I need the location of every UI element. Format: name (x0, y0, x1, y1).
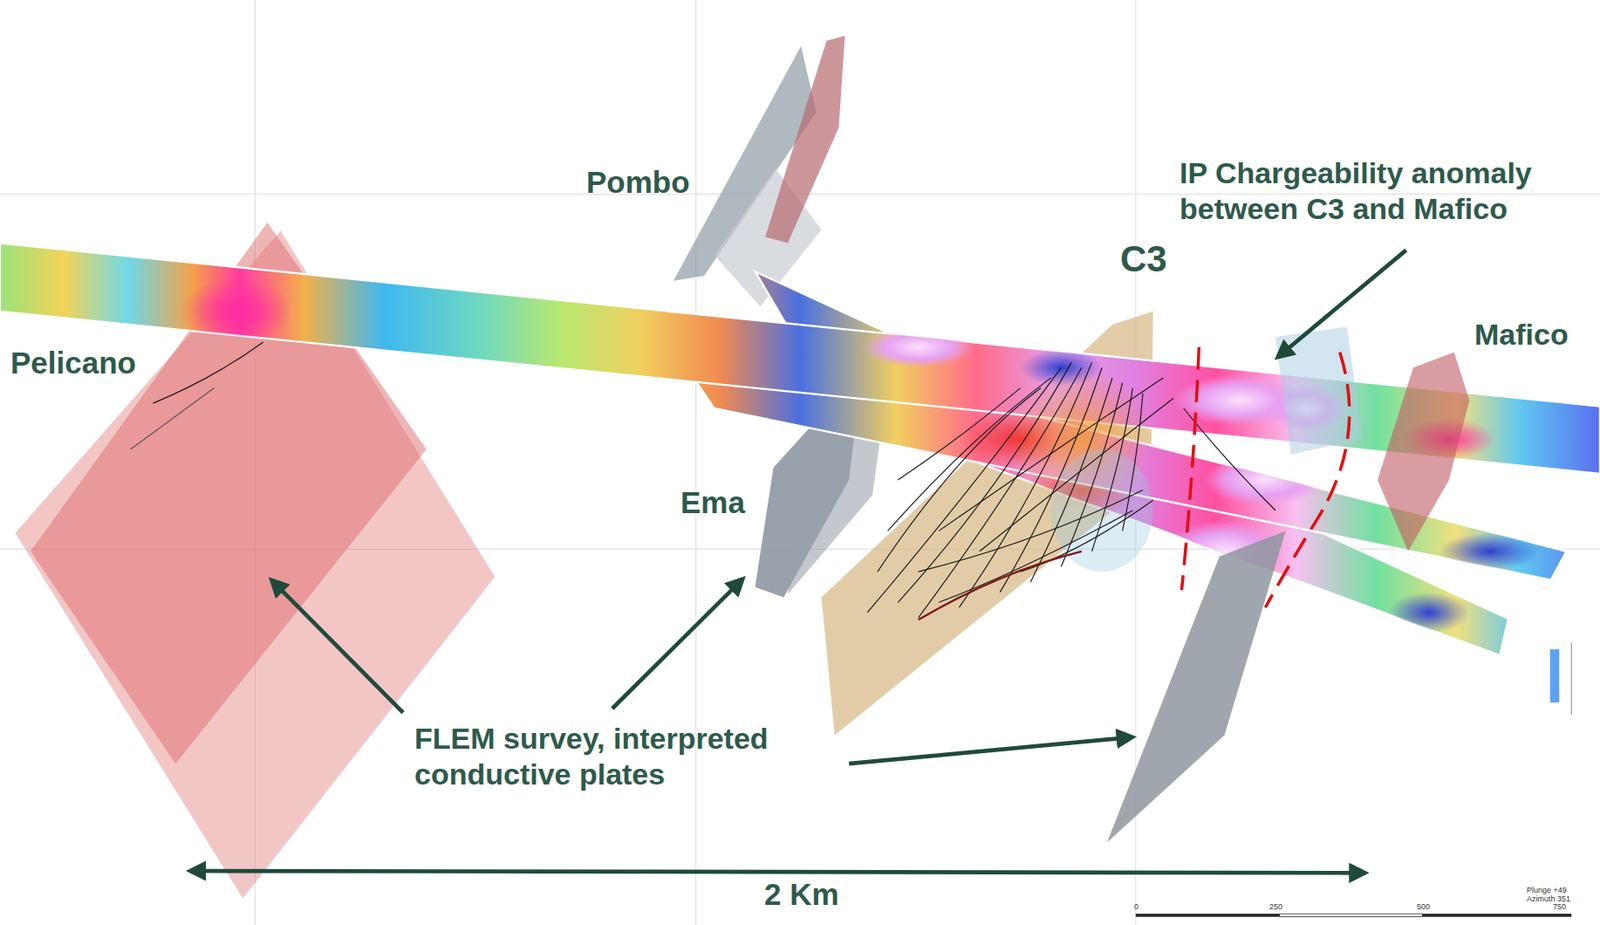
drill-holes (897, 388, 1020, 480)
target-name: C3 (1120, 237, 1168, 281)
plate-name: Mafico (1474, 316, 1569, 353)
pombo-plates (673, 35, 846, 307)
scale-bar (1571, 642, 1573, 715)
drill-holes (877, 388, 1041, 573)
drill-holes (1122, 392, 1143, 531)
drill-holes (152, 341, 263, 404)
callout-arrows (612, 578, 744, 709)
ip-section-bands (0, 242, 1600, 473)
drill-holes (999, 367, 1102, 592)
scale-number: 250 (1269, 902, 1283, 912)
anomaly-outline (1181, 347, 1349, 608)
plate-name: Pelicano (10, 344, 137, 382)
scale-bar (1279, 913, 1423, 917)
view-orientation: Plunge +49 (1526, 886, 1567, 896)
drill-holes (979, 397, 1174, 551)
ip-section-bands (180, 278, 1496, 459)
callout-arrows (1277, 250, 1406, 358)
drill-holes (918, 490, 1143, 573)
drill-holes (1183, 408, 1276, 511)
ip-section-bands (1438, 533, 1541, 570)
scale-number: 0 (1134, 902, 1139, 912)
grey-plate (1107, 530, 1286, 842)
colour-legend (1550, 649, 1560, 703)
drill-holes (938, 510, 1133, 602)
callout-note: FLEM survey, interpreted conductive plat… (414, 720, 851, 793)
drill-holes (918, 551, 1082, 620)
callout-arrows (848, 737, 1133, 764)
callout-arrows (271, 580, 404, 713)
drill-holes (897, 362, 1072, 602)
ip-section-bands (0, 242, 1600, 656)
drill-holes (958, 362, 1092, 608)
drill-holes (130, 341, 1276, 620)
dimension-label: 2 Km (764, 875, 840, 913)
drill-holes (888, 377, 1052, 531)
colour-legend (1550, 649, 1560, 703)
mafico-plates (1377, 352, 1470, 552)
pombo-plates (765, 35, 845, 244)
mafico-plates (1275, 326, 1470, 551)
plate-name: Pombo (586, 164, 691, 201)
scale-number: 500 (1416, 902, 1430, 912)
ip-section-bands (1388, 592, 1471, 634)
ip-section-bands (180, 278, 294, 344)
anomaly-outline (1181, 347, 1199, 590)
grey-plate (1107, 530, 1286, 842)
callout-arrows (190, 250, 1407, 874)
anomaly-outline (1264, 352, 1349, 608)
drill-holes (938, 377, 1163, 531)
ip-section-bands (861, 326, 975, 368)
grid-lines (695, 0, 697, 925)
drill-holes (1030, 377, 1113, 582)
callout-arrows (190, 870, 1366, 873)
scale-bar (1135, 642, 1572, 917)
scale-number: 750 (1552, 902, 1566, 912)
ip-section-bands (755, 271, 1509, 656)
scale-bar (1135, 913, 1572, 917)
plate-name: Ema (680, 484, 746, 521)
callout-note: IP Chargeability anomaly between C3 and … (1179, 155, 1590, 227)
view-orientation: Azimuth 351 (1526, 895, 1571, 904)
ip-section-bands (1203, 454, 1327, 506)
drill-holes (1020, 499, 1154, 572)
drill-holes (130, 388, 215, 450)
